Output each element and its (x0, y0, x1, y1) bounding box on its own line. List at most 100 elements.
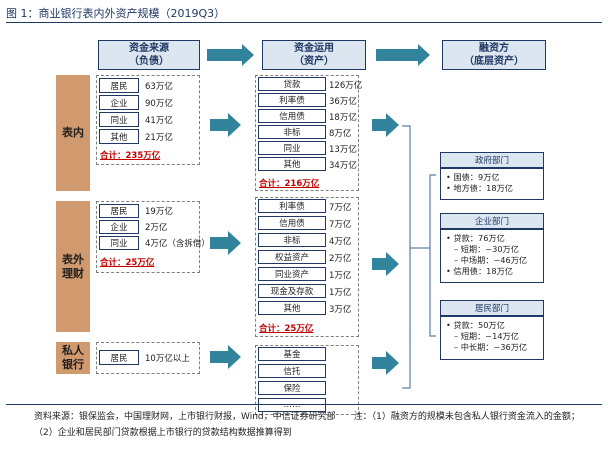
offbalance-use-value: 7万亿 (329, 203, 352, 213)
onbalance-use-total: 合计：216万亿 (259, 179, 320, 189)
section-arrows (210, 113, 399, 375)
offbalance-use-box: 信用债 (258, 216, 326, 230)
onbalance-source-box: 同业 (99, 112, 139, 127)
offbalance-use-box: 权益资产 (258, 250, 326, 264)
offbalance-use-group (255, 197, 359, 337)
header-source-line2: （负债） (129, 56, 169, 67)
header-arrows (207, 44, 430, 66)
side-label-private-line1: 私人 (62, 344, 84, 357)
onbalance-source-box: 其他 (99, 129, 139, 144)
header-use-line1: 资金运用 (294, 43, 334, 54)
offbalance-use-arrow-icon (372, 252, 399, 276)
onbalance-use-group (255, 75, 359, 191)
offbalance-use-box: 同业资产 (258, 267, 326, 281)
financier-household-line: – 短期：~14万亿 (454, 331, 519, 341)
offbalance-source-value: 2万亿 (145, 223, 168, 233)
left-bracket (402, 125, 411, 389)
onbalance-use-value: 36万亿 (329, 97, 357, 107)
onbalance-use-arrow-icon (372, 113, 399, 137)
side-label-offbalance-line1: 表外 (62, 252, 84, 266)
onbalance-use-value: 126万亿 (329, 81, 363, 91)
onbalance-use-value: 18万亿 (329, 113, 357, 123)
side-label-private: 私人 银行 (56, 342, 90, 374)
offbalance-use-value: 7万亿 (329, 220, 352, 230)
onbalance-source-value: 63万亿 (145, 82, 173, 92)
private-source-value: 10万亿以上 (145, 354, 190, 364)
financier-government-line: • 国债：9万亿 (446, 172, 500, 182)
header-source-line1: 资金来源 (129, 43, 169, 54)
side-label-offbalance: 表外 理财 (56, 201, 90, 332)
onbalance-use-value: 34万亿 (329, 161, 357, 171)
onbalance-source-box: 居民 (99, 78, 139, 93)
offbalance-use-total: 合计：25万亿 (259, 324, 314, 334)
onbalance-use-value: 8万亿 (329, 129, 352, 139)
private-use-box: 保险 (258, 381, 326, 395)
onbalance-source-value: 21万亿 (145, 133, 173, 143)
onbalance-source-box: 企业 (99, 95, 139, 110)
onbalance-source-group (96, 75, 200, 165)
onbalance-source-total: 合计：235万亿 (100, 151, 161, 161)
title-divider (6, 22, 602, 23)
side-label-offbalance-line2: 理财 (62, 266, 84, 280)
source-note: 资料来源：银保监会，中国理财网，上市银行财报，Wind，中信证券研究部 注：（1… (34, 412, 580, 438)
financier-enterprise-line: • 贷款：76万亿 (446, 233, 505, 243)
offbalance-use-value: 1万亿 (329, 288, 352, 298)
offbalance-use-value: 4万亿 (329, 237, 352, 247)
onbalance-use-value: 13万亿 (329, 145, 357, 155)
figure-title: 图 1：商业银行表内外资产规模（2019Q3） (6, 7, 226, 20)
private-use-arrow-icon (372, 351, 399, 375)
header-arrow-icon (207, 44, 254, 66)
financier-household-header: 居民部门 (440, 300, 544, 316)
offbalance-use-box: 现金及存款 (258, 284, 326, 298)
onbalance-use-box: 同业 (258, 141, 326, 155)
header-financing-line2: （底层资产） (464, 56, 524, 67)
onbalance-use-box: 非标 (258, 125, 326, 139)
offbalance-use-value: 3万亿 (329, 305, 352, 315)
onbalance-use-box: 信用债 (258, 109, 326, 123)
offbalance-use-box: 利率债 (258, 199, 326, 213)
header-financing: 融资方 （底层资产） (442, 40, 546, 70)
header-use: 资金运用 （资产） (262, 40, 366, 70)
private-use-group (255, 345, 359, 415)
header-financing-line1: 融资方 (479, 43, 509, 54)
brackets (402, 125, 436, 389)
private-use-box: 信托 (258, 364, 326, 378)
private-source-box: 居民 (99, 350, 139, 365)
header-use-line2: （资产） (294, 56, 334, 67)
private-source-group (96, 342, 200, 374)
offbalance-source-value: 19万亿 (145, 207, 173, 217)
offbalance-source-total: 合计：25万亿 (100, 258, 155, 268)
financier-household-body: • 贷款：50万亿 – 短期：~14万亿 – 中长期：~36万亿 (440, 316, 544, 360)
offbalance-source-box: 企业 (99, 220, 139, 234)
offbalance-use-box: 其他 (258, 301, 326, 315)
financier-household-line: • 贷款：50万亿 (446, 320, 505, 330)
header-source: 资金来源 （负债） (98, 40, 200, 70)
onbalance-arrow-icon (210, 113, 241, 137)
financier-government-line: • 地方债：18万亿 (446, 183, 513, 193)
financier-enterprise-body: • 贷款：76万亿 – 短期：~30万亿 – 中场期：~46万亿 • 信用债：1… (440, 229, 544, 283)
offbalance-source-group (96, 201, 200, 273)
onbalance-source-value: 90万亿 (145, 99, 173, 109)
onbalance-use-box: 贷款 (258, 77, 326, 91)
private-arrow-icon (210, 345, 241, 369)
onbalance-source-value: 41万亿 (145, 116, 173, 126)
private-use-box: 基金 (258, 347, 326, 361)
financier-household-line: – 中长期：~36万亿 (454, 342, 528, 352)
financier-government-body: • 国债：9万亿 • 地方债：18万亿 (440, 168, 544, 200)
source-divider (6, 404, 602, 405)
offbalance-use-box: 非标 (258, 233, 326, 247)
onbalance-use-box: 其他 (258, 157, 326, 171)
private-use-box: …… (258, 398, 326, 412)
offbalance-source-value: 4万亿（含拆借） (145, 239, 210, 249)
financier-enterprise-header: 企业部门 (440, 213, 544, 229)
financier-enterprise-line: – 中场期：~46万亿 (454, 255, 528, 265)
financier-enterprise-line: • 信用债：18万亿 (446, 266, 513, 276)
offbalance-arrow-icon (210, 231, 241, 255)
header-arrow-icon (376, 44, 430, 66)
offbalance-use-value: 1万亿 (329, 271, 352, 281)
financier-government-header: 政府部门 (440, 152, 544, 168)
offbalance-source-box: 同业 (99, 236, 139, 250)
financier-enterprise-line: – 短期：~30万亿 (454, 244, 519, 254)
side-label-private-line2: 银行 (62, 358, 84, 371)
